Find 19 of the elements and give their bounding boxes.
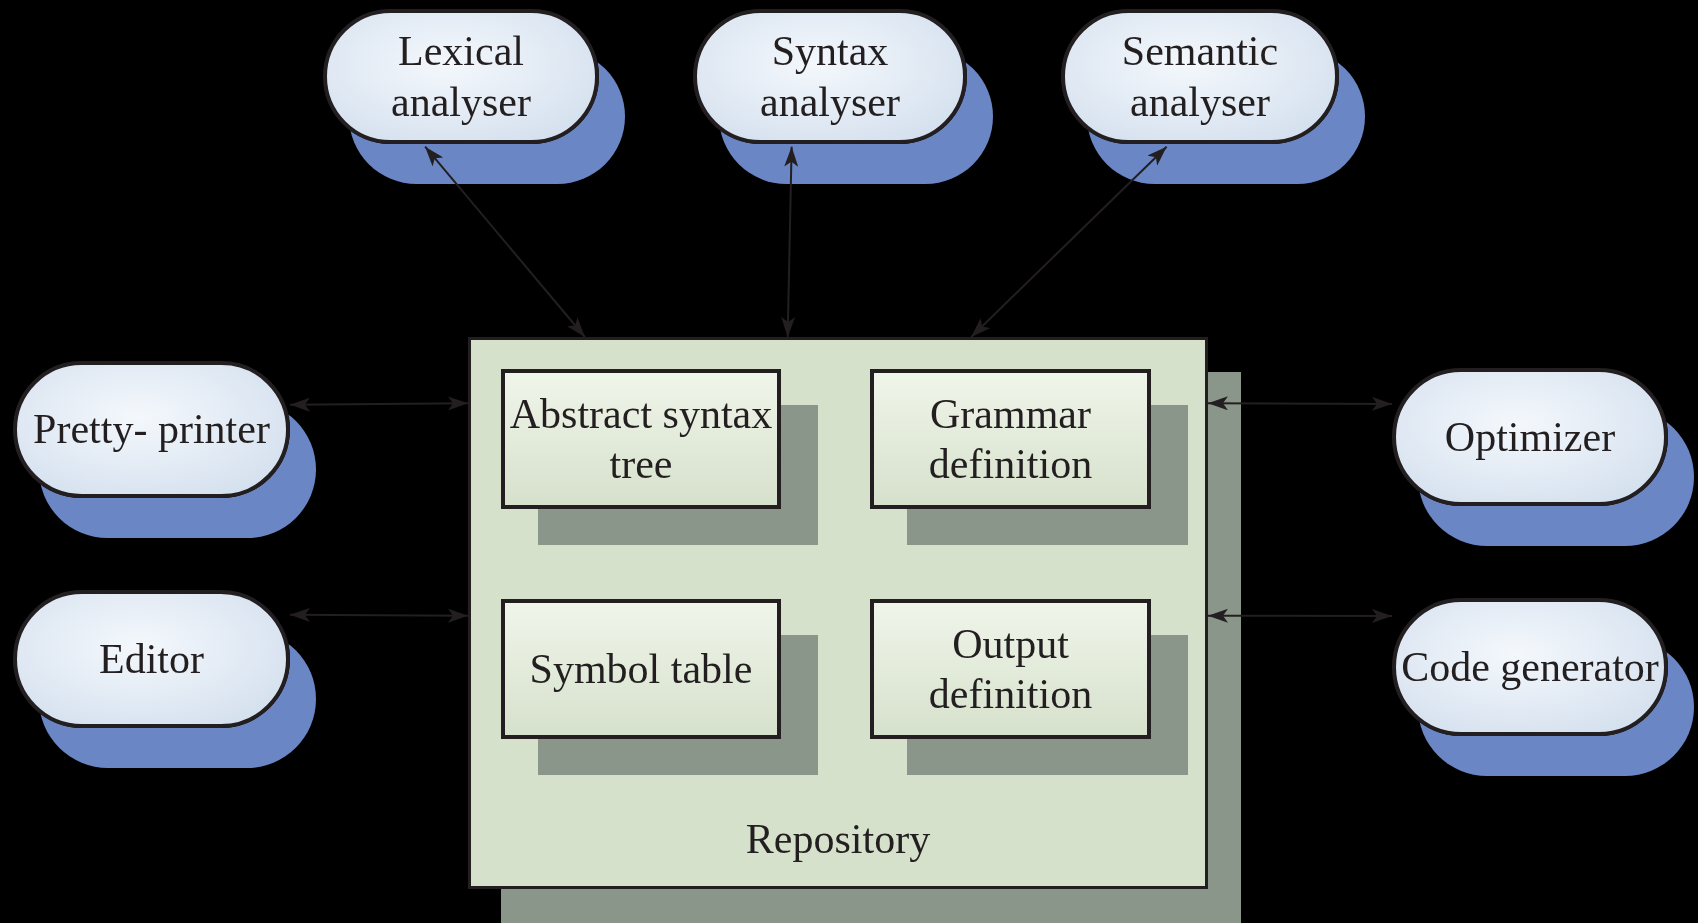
node-label: Repository (745, 814, 931, 864)
node-label: Pretty- printer (33, 405, 270, 455)
double-arrow (424, 145, 586, 338)
node-label: Editor (99, 634, 204, 684)
node-label: Symbol table (529, 644, 753, 694)
node-label: Optimizer (1444, 412, 1616, 462)
double-arrow (1207, 608, 1393, 623)
double-arrow (781, 145, 799, 338)
node-label: Code generator (1401, 642, 1659, 692)
node-label: Lexical analyser (390, 27, 532, 127)
double-arrow (970, 145, 1168, 338)
node-label: Abstract syntax tree (508, 389, 774, 489)
node-label: Output definition (927, 619, 1094, 719)
node-label: Syntax analyser (759, 27, 901, 127)
double-arrow (1207, 396, 1393, 411)
node-label: Grammar definition (927, 389, 1094, 489)
node-label: Semantic analyser (1120, 27, 1280, 127)
double-arrow (289, 607, 469, 623)
double-arrow (289, 396, 469, 412)
